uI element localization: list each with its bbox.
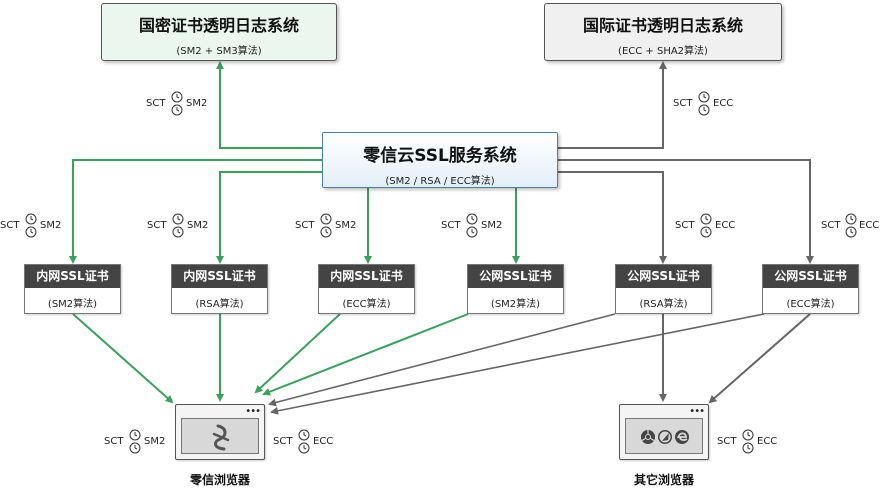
sct-prefix: SCT bbox=[675, 220, 695, 231]
sct-label-cert5: SCT ECC bbox=[675, 213, 745, 239]
clock-pair-icon bbox=[25, 213, 37, 238]
line-cert6-to-other bbox=[708, 313, 811, 404]
sct-algo: SM2 bbox=[187, 220, 209, 231]
line-cert1-to-lingxin bbox=[72, 313, 174, 404]
sct-prefix: SCT bbox=[146, 98, 166, 109]
central-subtitle: (SM2 / RSA / ECC算法) bbox=[385, 176, 495, 187]
other-browser-window: ••• bbox=[619, 404, 709, 460]
cert-algo: (RSA算法) bbox=[639, 299, 688, 310]
clock-pair-icon bbox=[845, 213, 857, 238]
clock-pair-icon bbox=[742, 429, 754, 454]
sct-algo: SM2 bbox=[144, 436, 166, 447]
sct-prefix: SCT bbox=[104, 436, 124, 447]
line-cert5-to-lingxin bbox=[268, 313, 616, 407]
sct-label-cert6: SCT ECC bbox=[821, 213, 885, 239]
sct-label-cert4: SCT SM2 bbox=[441, 213, 511, 239]
line-central-to-intl-log bbox=[558, 61, 667, 149]
safari-icon bbox=[658, 430, 672, 444]
edge-icon bbox=[675, 430, 689, 444]
sct-algo: SM2 bbox=[481, 220, 503, 231]
cert-box-6: 公网SSL证书 (ECC算法) bbox=[762, 264, 859, 314]
cert-algo: (ECC算法) bbox=[342, 299, 391, 310]
intl-ct-log-title: 国际证书透明日志系统 bbox=[582, 16, 743, 35]
cert-algo: (RSA算法) bbox=[195, 299, 244, 310]
sct-prefix: SCT bbox=[717, 436, 737, 447]
sct-label-cert3: SCT SM2 bbox=[295, 213, 365, 239]
lingxin-browser-label: 零信浏览器 bbox=[189, 473, 250, 487]
line-central-to-cn-log bbox=[216, 61, 322, 149]
sct-algo: ECC bbox=[757, 436, 778, 447]
cn-ct-log-box: 国密证书透明日志系统 (SM2 + SM3算法) bbox=[101, 3, 337, 61]
line-cert4-to-lingxin bbox=[262, 313, 469, 396]
central-ssl-service-box: 零信云SSL服务系统 (SM2 / RSA / ECC算法) bbox=[322, 132, 558, 188]
cert-title: 内网SSL证书 bbox=[319, 265, 414, 288]
clock-pair-icon bbox=[698, 91, 710, 116]
lingxin-logo-icon bbox=[212, 424, 230, 451]
intl-ct-log-subtitle: (ECC + SHA2算法) bbox=[618, 46, 708, 57]
clock-pair-icon bbox=[320, 213, 332, 238]
cert-title: 公网SSL证书 bbox=[468, 265, 563, 288]
cert-title: 公网SSL证书 bbox=[616, 265, 711, 288]
cert-algo: (SM2算法) bbox=[490, 299, 541, 310]
sct-algo: ECC bbox=[859, 220, 880, 231]
browser-screen bbox=[181, 418, 259, 454]
sct-label-cert1: SCT SM2 bbox=[0, 213, 70, 239]
intl-ct-log-box: 国际证书透明日志系统 (ECC + SHA2算法) bbox=[544, 3, 782, 61]
sct-algo: SM2 bbox=[40, 220, 62, 231]
sct-prefix: SCT bbox=[441, 220, 461, 231]
line-central-to-cert5 bbox=[558, 171, 667, 264]
clock-pair-icon bbox=[298, 429, 310, 454]
cert-title: 公网SSL证书 bbox=[763, 265, 858, 288]
line-central-to-cert6 bbox=[558, 159, 814, 264]
sct-label-cn-log: SCT SM2 bbox=[146, 91, 216, 117]
clock-pair-icon bbox=[172, 213, 184, 238]
clock-pair-icon bbox=[171, 91, 183, 116]
line-cert3-to-lingxin bbox=[254, 313, 341, 394]
cert-box-2: 内网SSL证书 (RSA算法) bbox=[171, 264, 268, 314]
cert-box-3: 内网SSL证书 (ECC算法) bbox=[318, 264, 415, 314]
sct-label-other-browser: SCT ECC bbox=[717, 429, 787, 455]
sct-label-cert2: SCT SM2 bbox=[147, 213, 217, 239]
window-dots-icon: ••• bbox=[245, 406, 261, 417]
sct-prefix: SCT bbox=[821, 220, 841, 231]
browser-icons-row bbox=[641, 430, 689, 444]
lingxin-browser-window: ••• bbox=[175, 404, 265, 460]
cert-title: 内网SSL证书 bbox=[172, 265, 267, 288]
cn-ct-log-subtitle: (SM2 + SM3算法) bbox=[176, 46, 262, 57]
clock-pair-icon bbox=[700, 213, 712, 238]
sct-prefix: SCT bbox=[673, 98, 693, 109]
cert-box-4: 公网SSL证书 (SM2算法) bbox=[467, 264, 564, 314]
line-cert6-to-lingxin bbox=[270, 313, 765, 415]
cert-title: 内网SSL证书 bbox=[25, 265, 120, 288]
cn-ct-log-title: 国密证书透明日志系统 bbox=[138, 16, 299, 35]
browser-screen bbox=[625, 418, 703, 454]
sct-prefix: SCT bbox=[273, 436, 293, 447]
other-browser-label: 其它浏览器 bbox=[633, 473, 694, 487]
sct-algo: ECC bbox=[715, 220, 736, 231]
cert-algo: (ECC算法) bbox=[786, 299, 835, 310]
sct-algo: ECC bbox=[313, 436, 334, 447]
clock-pair-icon bbox=[129, 429, 141, 454]
cert-box-1: 内网SSL证书 (SM2算法) bbox=[24, 264, 121, 314]
sct-algo: ECC bbox=[713, 98, 734, 109]
chrome-icon bbox=[641, 430, 655, 444]
sct-prefix: SCT bbox=[295, 220, 315, 231]
sct-label-lingxin-left: SCT SM2 bbox=[104, 429, 174, 455]
sct-prefix: SCT bbox=[0, 220, 20, 231]
clock-pair-icon bbox=[466, 213, 478, 238]
sct-label-lingxin-right: SCT ECC bbox=[273, 429, 343, 455]
sct-label-intl-log: SCT ECC bbox=[673, 91, 743, 117]
line-central-to-cert2 bbox=[216, 171, 322, 264]
window-dots-icon: ••• bbox=[689, 406, 705, 417]
line-central-to-cert1 bbox=[69, 159, 322, 264]
sct-algo: SM2 bbox=[335, 220, 357, 231]
central-title: 零信云SSL服务系统 bbox=[363, 146, 517, 166]
sct-prefix: SCT bbox=[147, 220, 167, 231]
sct-algo: SM2 bbox=[186, 98, 208, 109]
cert-box-5: 公网SSL证书 (RSA算法) bbox=[615, 264, 712, 314]
cert-algo: (SM2算法) bbox=[47, 299, 98, 310]
